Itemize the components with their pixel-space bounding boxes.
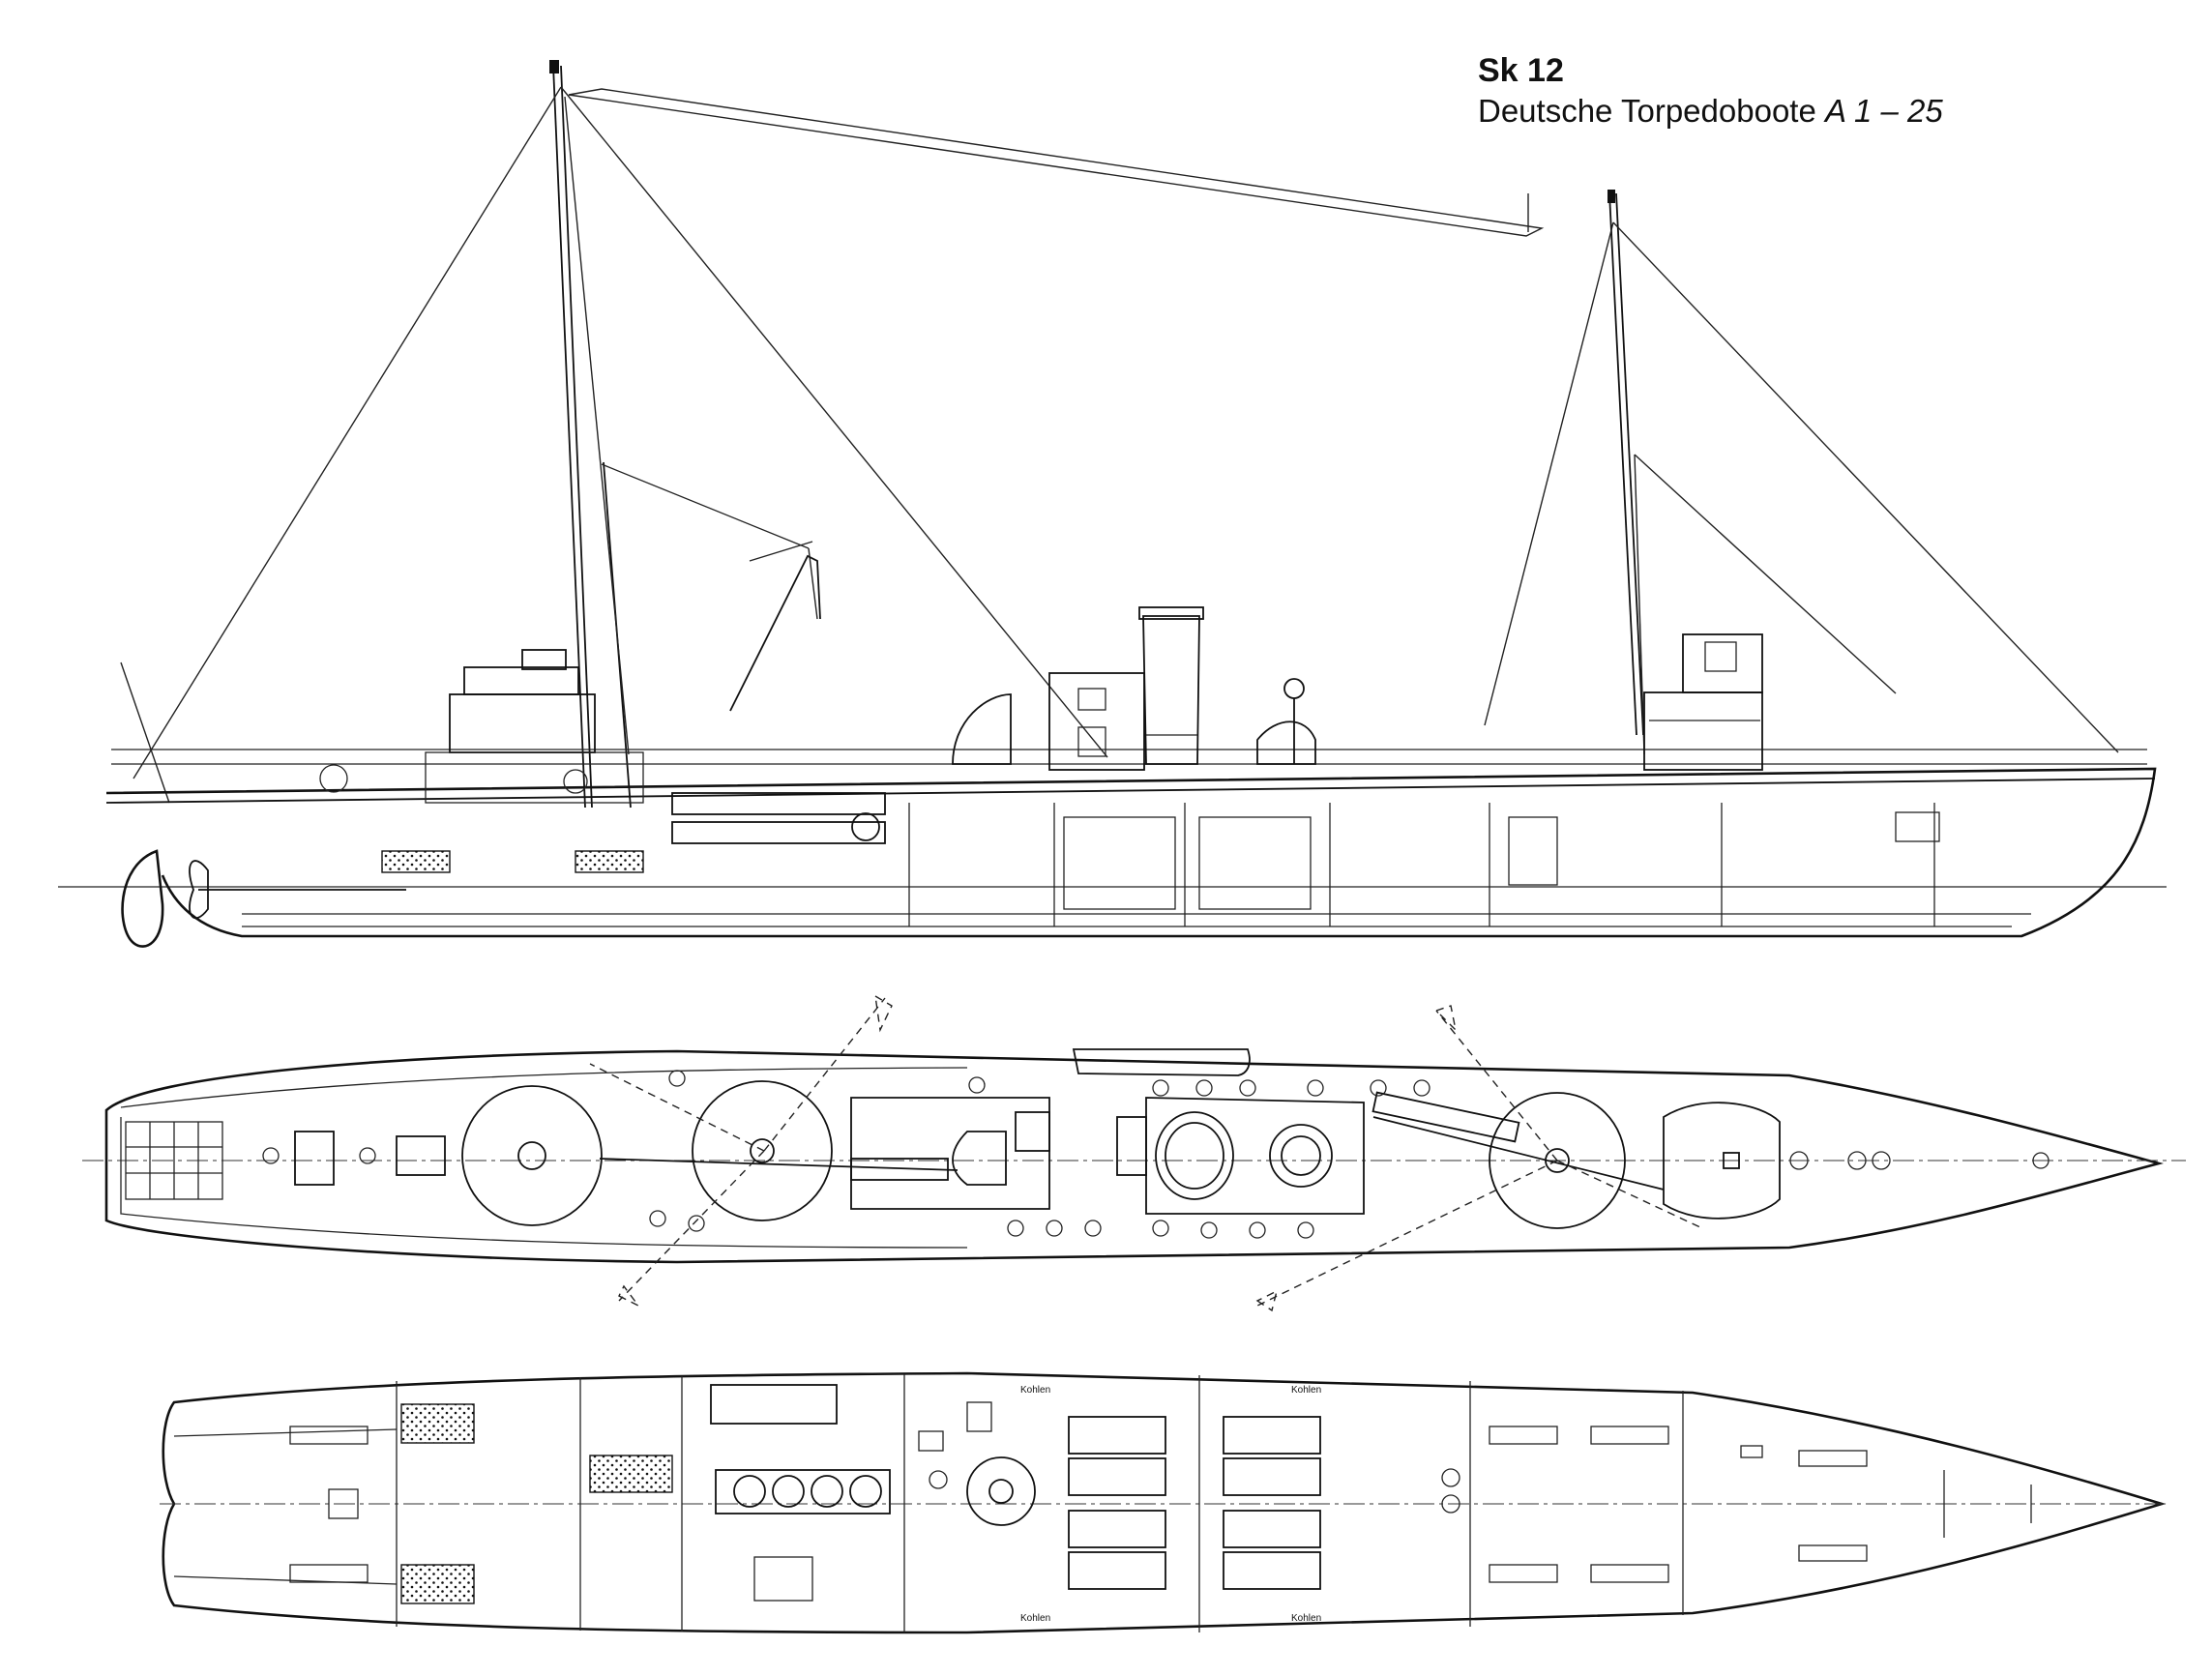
rigging bbox=[120, 86, 2119, 804]
funnel-top bbox=[1155, 1111, 1234, 1200]
deck-outline bbox=[104, 1049, 2164, 1264]
title-block: Sk 12 Deutsche Torpedoboote A 1 – 25 bbox=[1478, 50, 1943, 132]
interior-bulkheads bbox=[319, 764, 1940, 926]
coal-bunker-side bbox=[381, 850, 451, 873]
stern-grating bbox=[125, 1121, 223, 1200]
engine-room bbox=[710, 1384, 891, 1602]
fore-compartment bbox=[1740, 1445, 2032, 1538]
boiler bbox=[1068, 1416, 1166, 1455]
coal-label-2: Kohlen bbox=[1291, 1385, 1321, 1396]
boat-davit bbox=[729, 554, 821, 712]
rudder bbox=[121, 849, 164, 948]
coal-label-1: Kohlen bbox=[1020, 1385, 1050, 1396]
engine bbox=[715, 1469, 891, 1514]
fore-mast bbox=[549, 60, 810, 809]
deck-railing bbox=[111, 749, 2147, 765]
boat-range: A 1 – 25 bbox=[1825, 93, 1943, 129]
after-bridge bbox=[425, 649, 644, 804]
propeller bbox=[189, 860, 209, 920]
drawing-code: Sk 12 bbox=[1478, 52, 1564, 89]
coal-label-4: Kohlen bbox=[1291, 1613, 1321, 1624]
trained-tube-positions bbox=[589, 994, 1703, 1312]
coal-labels: Kohlen Kohlen Kohlen Kohlen bbox=[1020, 1385, 1321, 1624]
deck-plan bbox=[82, 994, 2186, 1312]
interior-plan: Kohlen Kohlen Kohlen Kohlen bbox=[160, 1371, 2167, 1634]
drawing-subtitle-line: Deutsche Torpedoboote A 1 – 25 bbox=[1478, 91, 1943, 132]
side-elevation bbox=[58, 60, 2167, 948]
searchlight-platform bbox=[1269, 1124, 1333, 1188]
deck-line bbox=[105, 778, 2156, 804]
drawing-subtitle: Deutsche Torpedoboote bbox=[1478, 93, 1816, 129]
central-deck-structures bbox=[294, 1048, 1781, 1220]
forward-torpedo-turntable bbox=[1489, 1092, 1626, 1229]
ventilators bbox=[262, 1070, 2050, 1239]
crew-bunks bbox=[289, 1426, 1868, 1583]
after-torpedo-turntable bbox=[692, 1080, 833, 1221]
funnel bbox=[1138, 606, 1204, 765]
coal-bunkers bbox=[400, 1403, 673, 1604]
after-gun-platform bbox=[461, 1085, 603, 1226]
main-mast bbox=[1607, 190, 1644, 736]
auxiliary-machinery bbox=[918, 1401, 1460, 1526]
torpedo-tube-side bbox=[671, 792, 886, 844]
transverse-bulkheads bbox=[173, 1374, 1684, 1632]
ships-boat bbox=[1072, 1048, 1251, 1076]
boilers bbox=[1068, 1416, 1321, 1590]
condenser bbox=[710, 1384, 838, 1425]
hull-outline bbox=[105, 767, 2157, 938]
amidships-deckhouse bbox=[952, 672, 1316, 771]
coal-label-3: Kohlen bbox=[1020, 1613, 1050, 1624]
forward-bridge bbox=[1643, 633, 1763, 771]
